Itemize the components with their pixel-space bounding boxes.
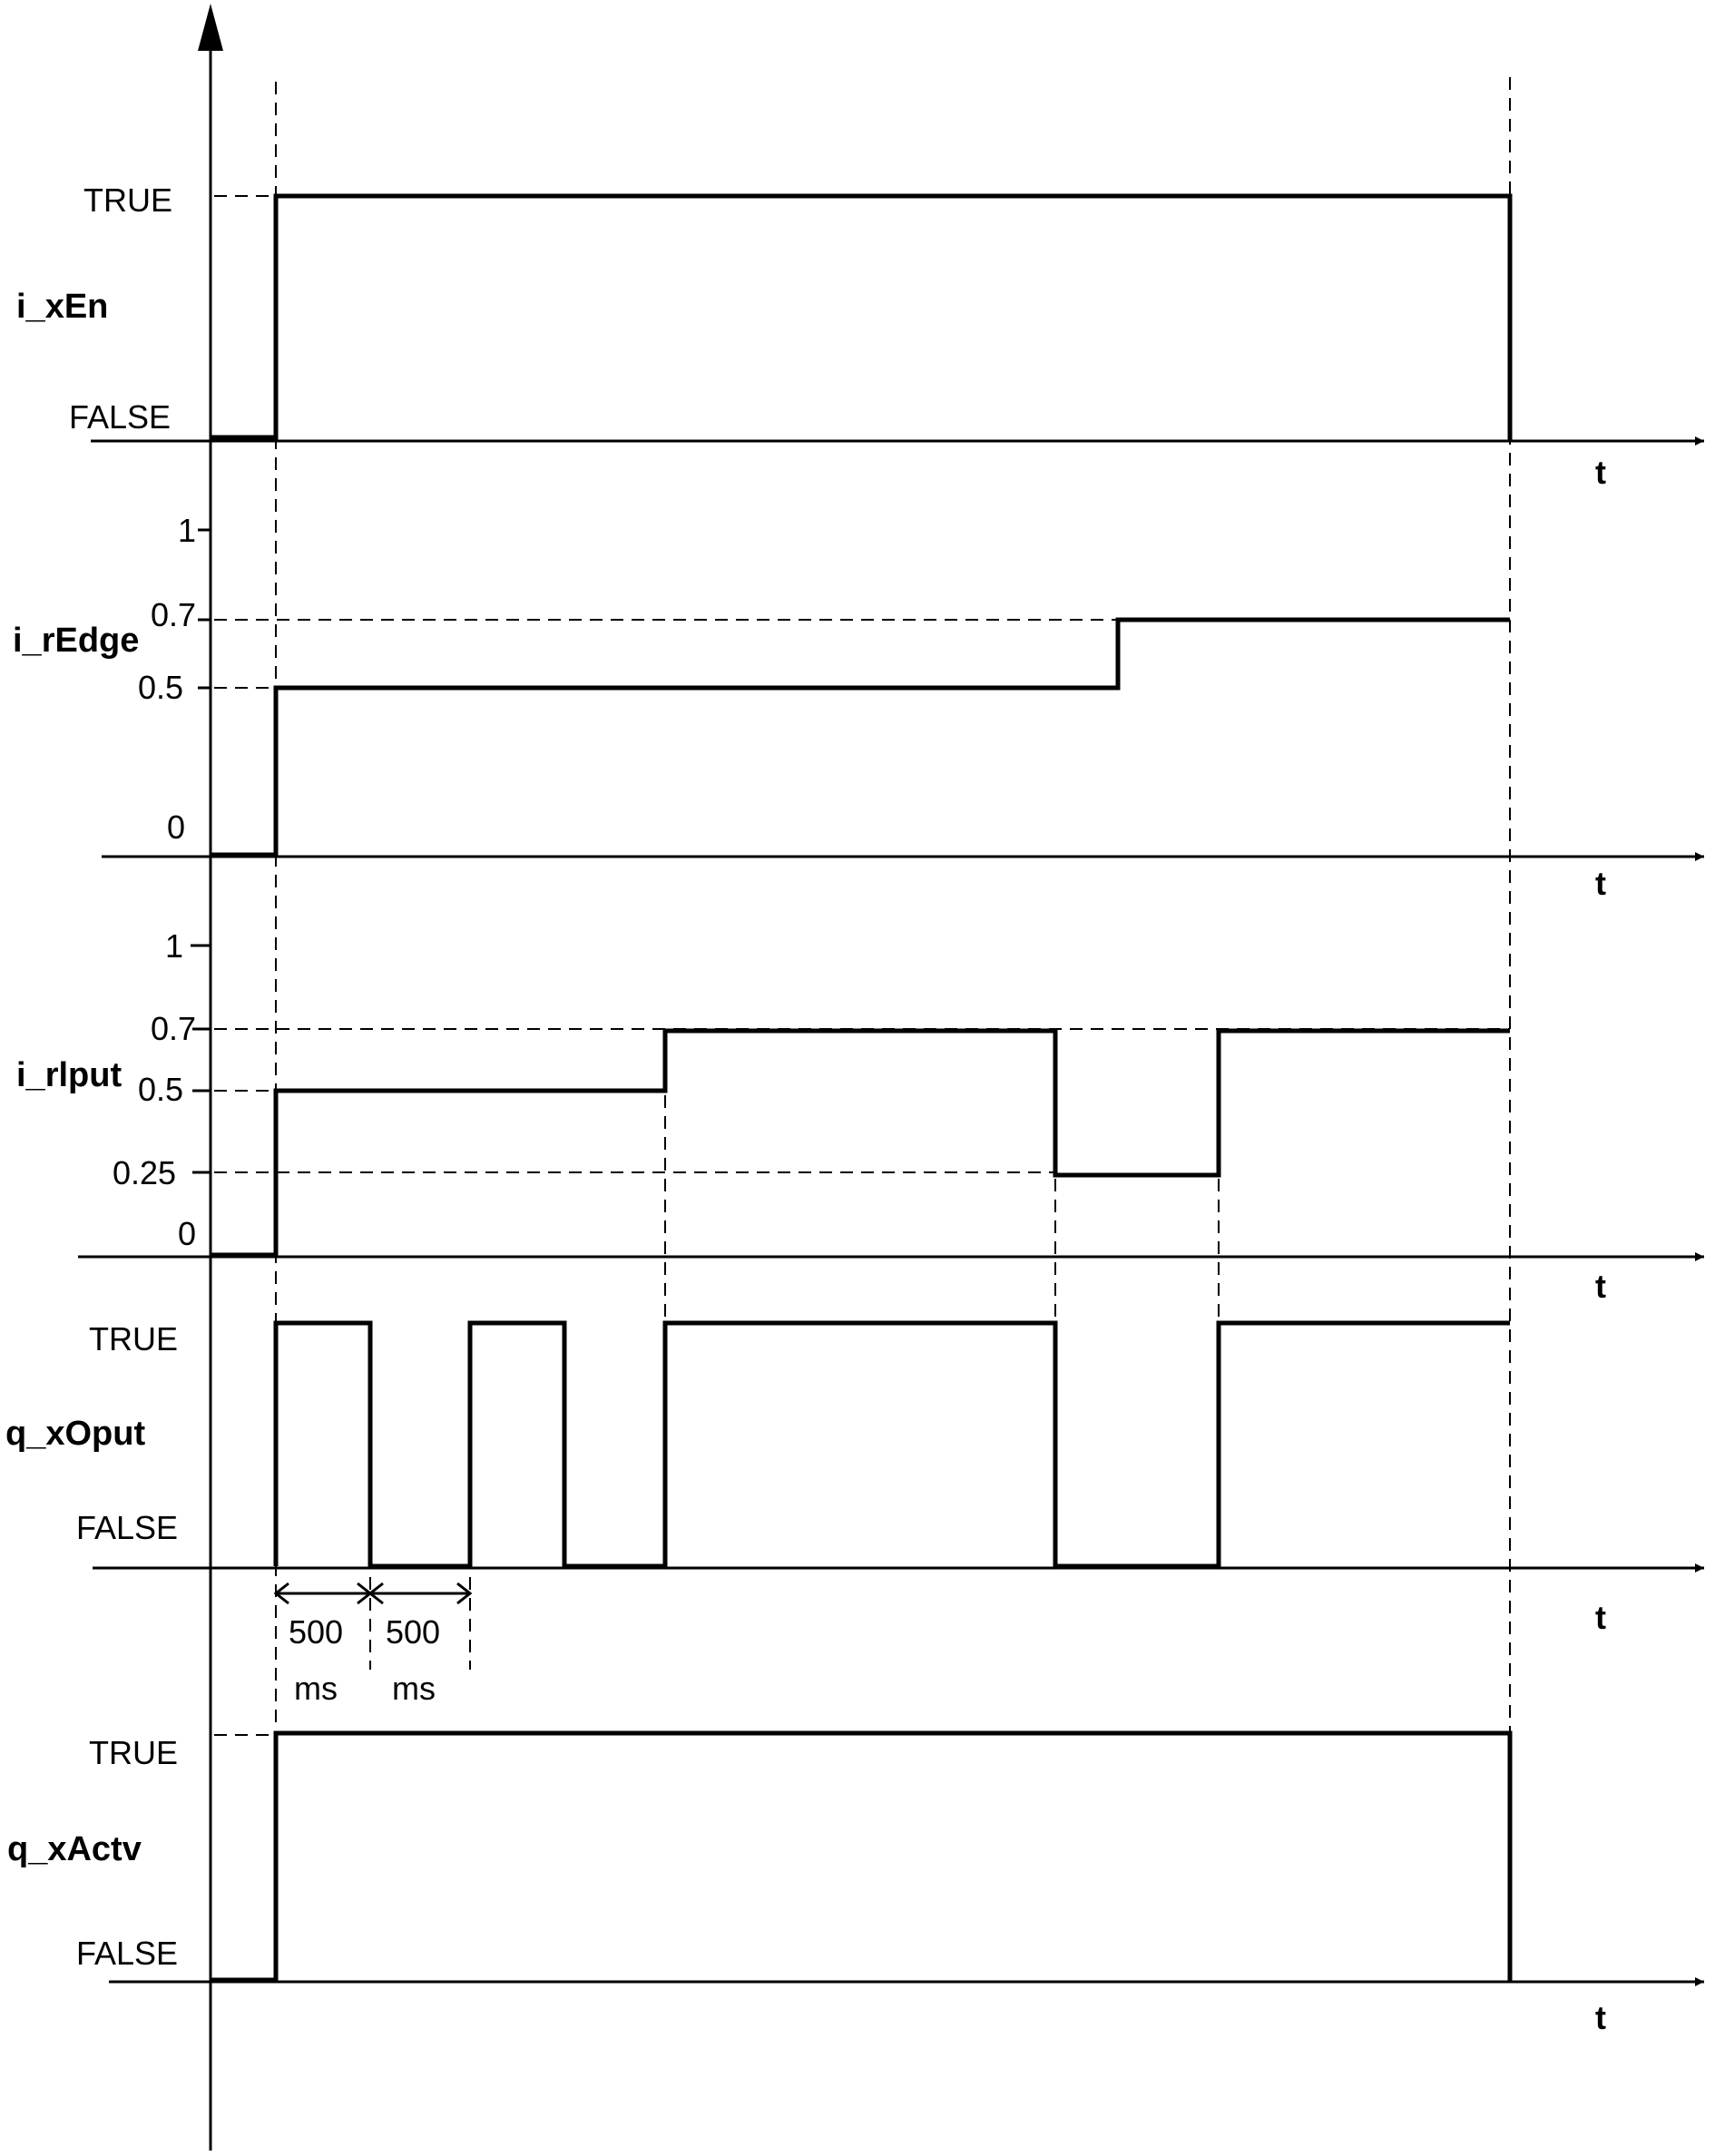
level-07-label: 0.7 (151, 1010, 196, 1047)
level-1-label: 1 (178, 512, 196, 549)
level-false-label: FALSE (69, 398, 171, 436)
time-axis-label: t (1595, 1599, 1606, 1636)
level-0-label: 0 (167, 808, 185, 846)
level-true-label: TRUE (89, 1734, 178, 1771)
signal-trace (211, 193, 1513, 441)
level-05-label: 0.5 (138, 1071, 183, 1108)
vertical-axis (198, 4, 223, 2151)
time-axis-label: t (1595, 865, 1606, 902)
arrow-right-icon (456, 1582, 473, 1605)
signal-trace (211, 1730, 1513, 1983)
signal-trace (273, 1320, 1510, 1569)
duration-1-value: 500 (289, 1613, 343, 1651)
signal-name: q_xActv (7, 1830, 142, 1868)
duration-2-value: 500 (386, 1613, 440, 1651)
level-false-label: FALSE (76, 1509, 178, 1546)
duration-1-unit: ms (294, 1670, 338, 1707)
level-025-label: 0.25 (113, 1154, 176, 1191)
signal-i-redge: i_rEdge 1 0.7 0.5 0 t (13, 512, 1704, 902)
time-axis-label: t (1595, 1999, 1606, 2036)
level-0-label: 0 (178, 1215, 196, 1252)
signal-q-xoput: q_xOput TRUE FALSE t 500 ms 500 ms (5, 1320, 1704, 1707)
level-07-label: 0.7 (151, 596, 196, 633)
level-1-label: 1 (165, 927, 183, 965)
duration-2-unit: ms (392, 1670, 436, 1707)
signal-name: i_rEdge (13, 622, 139, 660)
signal-q-xactv: q_xActv TRUE FALSE t (7, 1730, 1704, 2036)
time-axis-label: t (1595, 1268, 1606, 1305)
level-true-label: TRUE (83, 181, 172, 219)
up-arrow-icon (198, 4, 223, 51)
signal-name: i_xEn (16, 288, 108, 326)
signal-name: i_rlput (16, 1056, 122, 1094)
arrow-left-icon (273, 1582, 289, 1605)
level-false-label: FALSE (76, 1935, 178, 1972)
signal-trace (211, 1028, 1510, 1258)
signal-i-riput: i_rlput 1 0.7 0.5 0.25 0 t (16, 927, 1704, 1305)
signal-i-xen: i_xEn TRUE FALSE t (16, 181, 1704, 491)
arrow-left-icon (368, 1582, 384, 1605)
signal-name: q_xOput (5, 1415, 145, 1453)
time-axis-label: t (1595, 454, 1606, 491)
signal-trace (211, 617, 1510, 858)
level-true-label: TRUE (89, 1320, 178, 1357)
level-05-label: 0.5 (138, 669, 183, 706)
duration-dimension: 500 ms 500 ms (273, 1582, 473, 1707)
